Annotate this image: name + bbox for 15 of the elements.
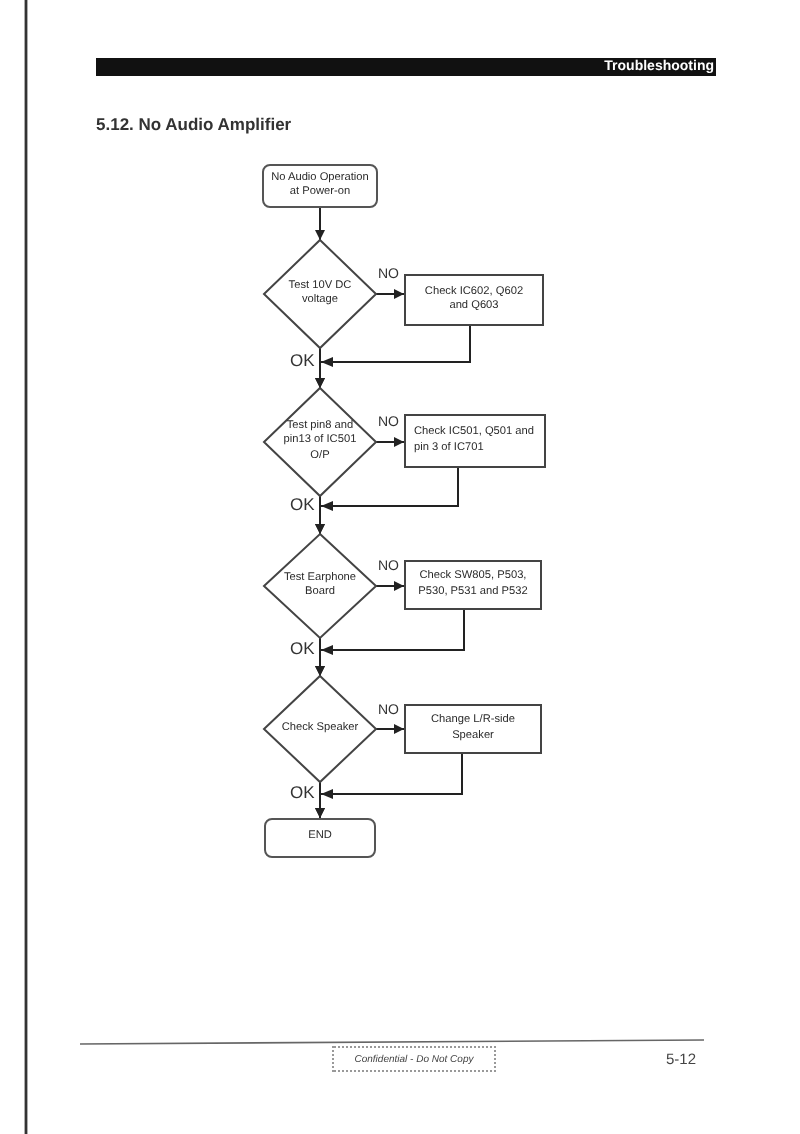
terminal-shape (262, 164, 378, 208)
process-box (404, 704, 542, 754)
decision-diamond (264, 240, 376, 348)
edge-label: OK (290, 496, 315, 513)
decision-diamond (264, 676, 376, 782)
process-box (404, 274, 544, 326)
process-box (404, 560, 542, 610)
edge-label: OK (290, 784, 315, 801)
process-box (404, 414, 546, 468)
decision-diamond (264, 534, 376, 638)
decision-diamond (264, 388, 376, 496)
terminal-shape (264, 818, 376, 858)
edge-label: OK (290, 352, 315, 369)
edge-label: OK (290, 640, 315, 657)
section-title: 5.12. No Audio Amplifier (96, 114, 292, 134)
